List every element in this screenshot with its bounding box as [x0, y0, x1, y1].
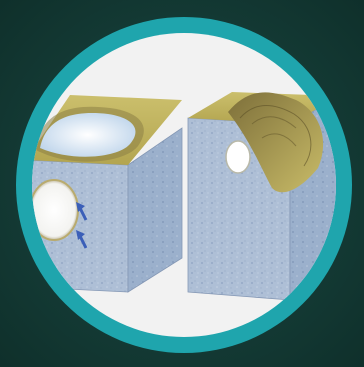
- small-cavity: [226, 141, 250, 173]
